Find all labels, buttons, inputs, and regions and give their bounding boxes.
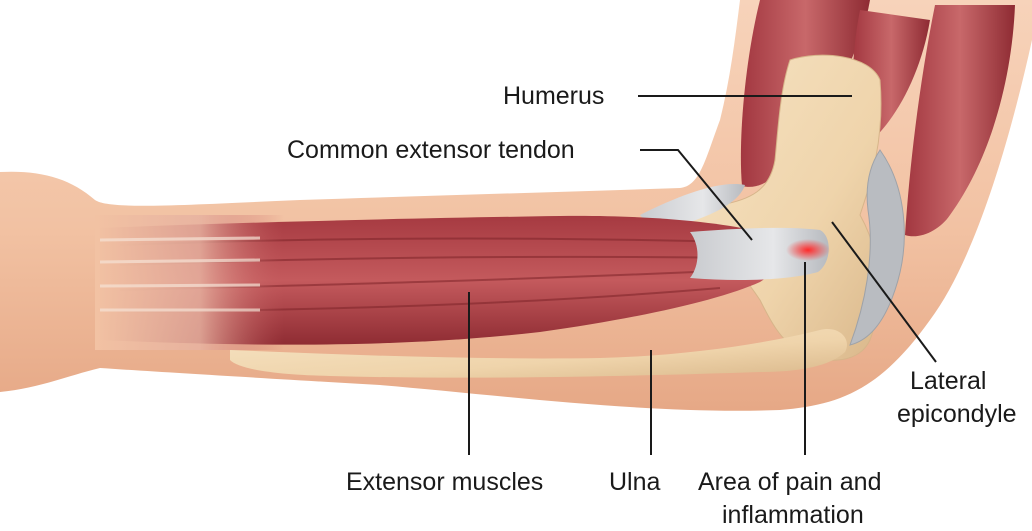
label-common-extensor-tendon: Common extensor tendon (287, 136, 575, 164)
label-pain-area-line2: inflammation (722, 501, 864, 529)
label-lateral-epicondyle-line1: Lateral (910, 367, 986, 395)
label-pain-area-line1: Area of pain and (698, 468, 881, 496)
label-humerus: Humerus (503, 82, 604, 110)
label-lateral-epicondyle-line2: epicondyle (897, 400, 1017, 428)
label-extensor-muscles: Extensor muscles (346, 468, 543, 496)
inflammation-spot (786, 239, 830, 261)
muscle-fade (95, 215, 515, 350)
label-ulna: Ulna (609, 468, 661, 496)
